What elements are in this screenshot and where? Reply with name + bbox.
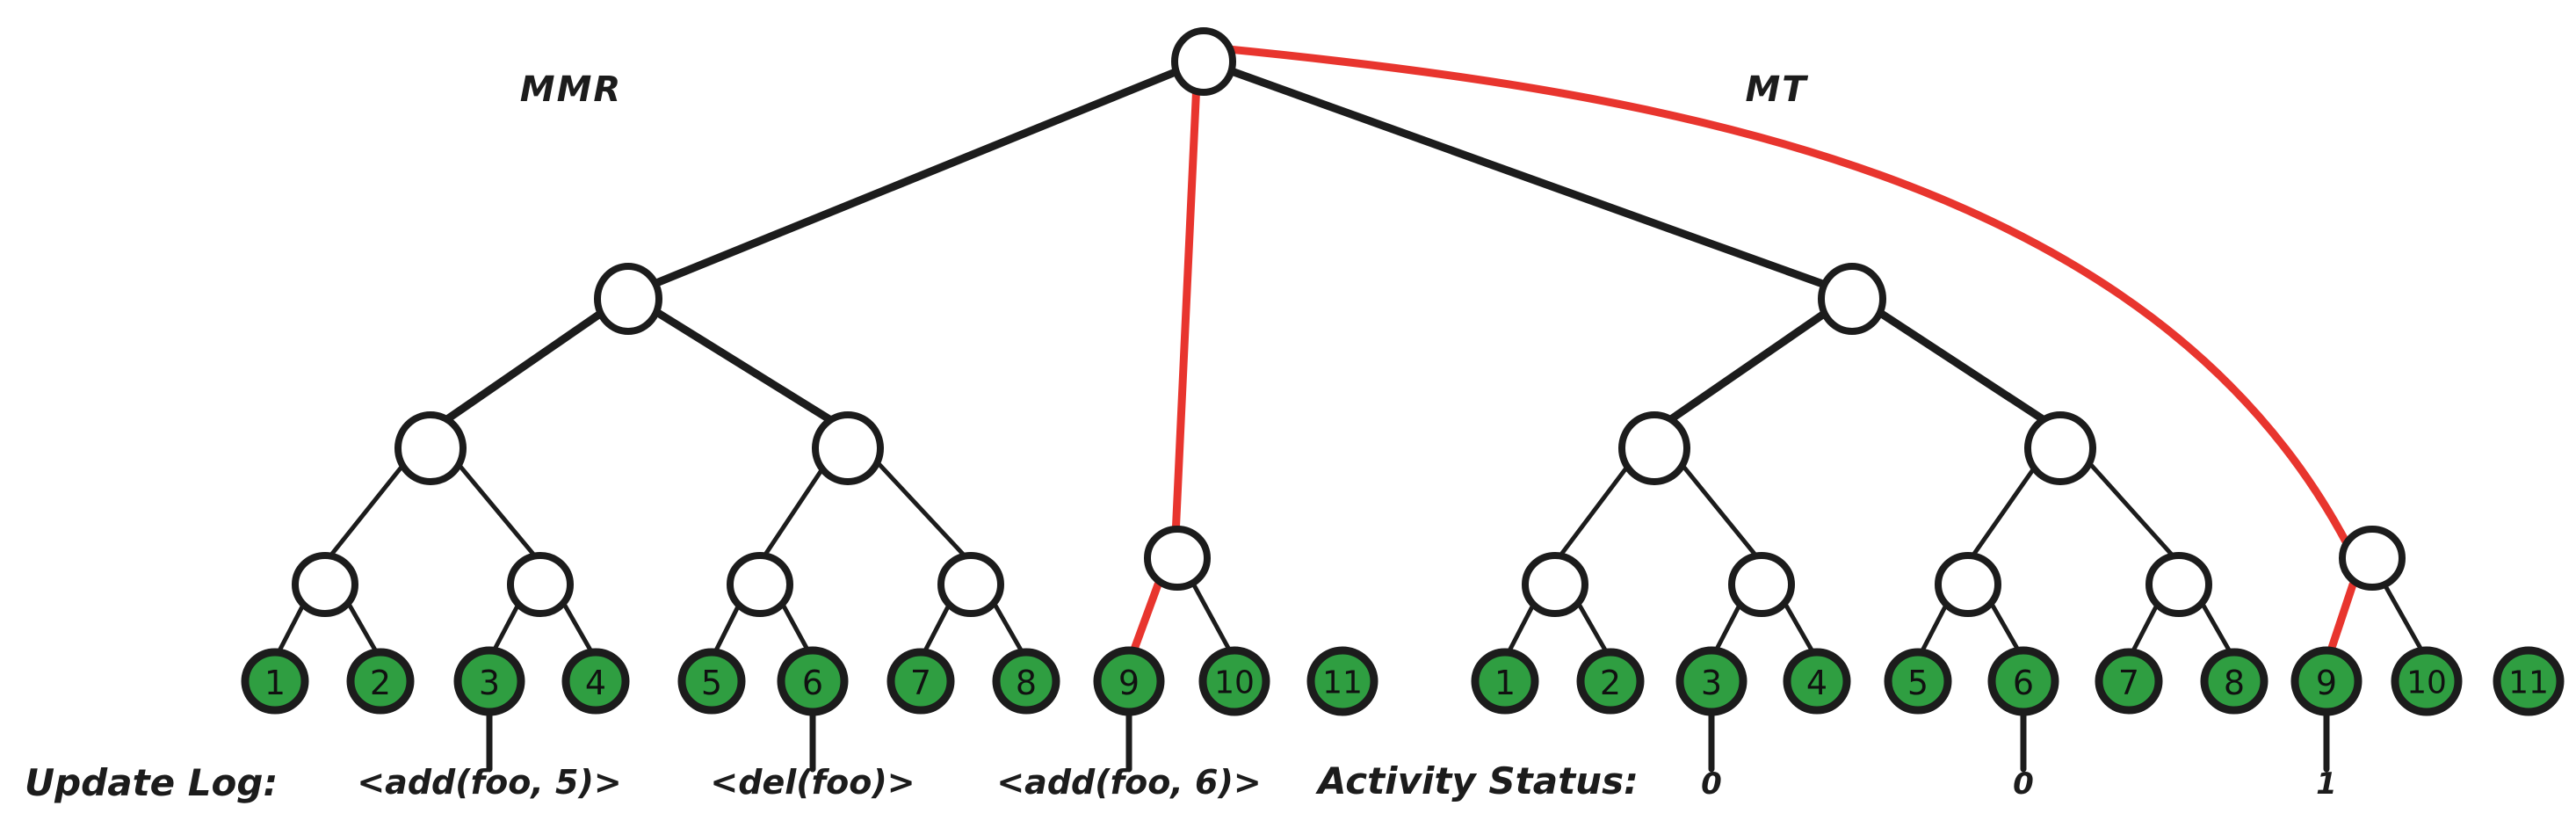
mmr-node-l3-b[interactable] [507,552,574,617]
leaf-label: 7 [2118,664,2139,702]
update-log-label: Update Log: [25,761,278,804]
mt-node-l3-b[interactable] [1728,552,1795,617]
leaf-node[interactable]: 11 [2493,646,2565,716]
leaf-label: 6 [802,664,823,702]
mt-node-l3-c[interactable] [1935,552,2001,617]
mt-node-l2-a[interactable] [1618,411,1690,485]
leaf-label: 4 [1806,664,1827,702]
leaf-label: 11 [2508,665,2549,701]
mt-tree-label: MT [1745,69,1808,110]
leaf-node[interactable]: 2 [346,648,415,715]
leaf-label: 4 [585,664,606,702]
leaf-node[interactable]: 6 [777,646,849,716]
internal-nodes [292,27,2406,617]
leaf-label: 3 [1701,664,1722,702]
leaf-node[interactable]: 5 [1884,648,1952,715]
annotation-ticks [486,708,2330,773]
activity-status-value: 0 [2013,766,2034,802]
leaf-label: 3 [479,664,500,702]
mmr-node-l3-a[interactable] [292,552,358,617]
edge-mmr-l1-left [426,290,633,435]
leaf-label: 10 [1214,665,1255,701]
leaf-node[interactable]: 9 [1093,646,1165,716]
leaf-label: 9 [1118,664,1140,702]
update-log-entry: <add(foo, 5)> [357,763,621,802]
mt-node-l2-b[interactable] [2024,411,2096,485]
mmr-node-l2-b[interactable] [812,411,884,485]
leaf-label: 5 [1907,664,1928,702]
activity-status-label: Activity Status: [1315,759,1639,802]
mmr-node-l3-c[interactable] [727,552,793,617]
leaf-node[interactable]: 11 [1306,646,1378,716]
leaf-node[interactable]: 7 [886,648,955,715]
highlight-edge-root-to-mmr-node9-parent [1171,59,1202,541]
leaf-node[interactable]: 9 [2290,646,2363,716]
mmr-node-l1[interactable] [594,263,662,335]
edge-mt-l1-right [1848,290,2065,435]
leaf-label: 7 [910,664,931,702]
highlight-edge-root-to-mt-node9-parent [1215,44,2352,549]
leaf-node[interactable]: 10 [1198,646,1270,716]
leaf-label: 1 [264,664,286,702]
edge-mmr-l1-right [624,290,852,435]
leaf-node[interactable]: 4 [1783,648,1851,715]
leaf-label: 9 [2316,664,2337,702]
root-node[interactable] [1171,27,1236,96]
leaf-node[interactable]: 7 [2095,648,2163,715]
leaf-label: 1 [1494,664,1516,702]
leaf-node[interactable]: 3 [1675,646,1747,716]
leaf-label: 5 [701,664,722,702]
leaf-label: 6 [2013,664,2034,702]
leaf-node[interactable]: 1 [1471,648,1539,715]
leaf-node[interactable]: 4 [561,648,630,715]
edge-root-to-mt [1212,62,1856,299]
activity-status-value: 1 [2316,766,2337,802]
right-tree-leaves: 1 2 3 4 5 6 7 8 [1471,646,2565,716]
activity-status-value: 0 [1701,766,1722,802]
mt-node-l3-a[interactable] [1522,552,1588,617]
mt-node-9-parent[interactable] [2339,526,2406,591]
leaf-label: 10 [2406,665,2447,701]
mt-node-l3-d[interactable] [2145,552,2212,617]
edge-mt-l1-left [1650,290,1856,435]
leaf-node[interactable]: 5 [677,648,746,715]
leaf-node[interactable]: 8 [992,648,1060,715]
leaf-node[interactable]: 10 [2391,646,2463,716]
edge-root-to-mmr [624,62,1195,299]
mmr-node-l3-d[interactable] [937,552,1004,617]
leaf-node[interactable]: 8 [2200,648,2268,715]
mt-node-l1[interactable] [1818,263,1886,335]
leaf-label: 2 [370,664,391,702]
leaf-node[interactable]: 1 [241,648,309,715]
leaf-node[interactable]: 2 [1576,648,1645,715]
leaf-label: 8 [1016,664,1037,702]
mmr-node-9-parent[interactable] [1144,526,1211,591]
update-log-entry: <add(foo, 6)> [996,763,1261,802]
leaf-label: 8 [2224,664,2245,702]
leaf-node[interactable]: 3 [453,646,525,716]
mmr-node-l2-a[interactable] [394,411,467,485]
leaf-node[interactable]: 6 [1987,646,2059,716]
leaf-label: 2 [1600,664,1621,702]
leaf-label: 11 [1322,665,1363,701]
update-log-entry: <del(foo)> [710,763,915,802]
mmr-tree-label: MMR [520,69,622,110]
